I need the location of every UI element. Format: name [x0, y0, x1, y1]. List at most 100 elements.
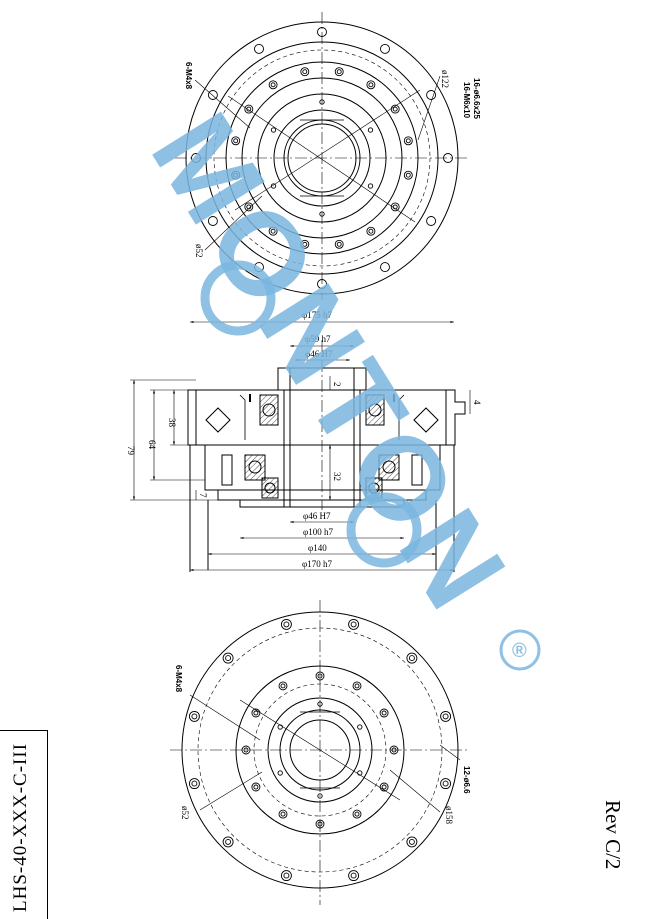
- dim-h32: 32: [332, 472, 342, 481]
- bottom-outer-hole-inner: [442, 713, 449, 720]
- bottom-outer-hole: [440, 778, 452, 790]
- top-inner-hole: [270, 127, 277, 133]
- bottom-mid-hole: [379, 708, 389, 718]
- bottom-mid-hole-inner: [354, 683, 360, 689]
- top-mid-hole: [231, 136, 241, 146]
- bottom-mid-hole-inner: [280, 683, 286, 689]
- top-mid-hole: [366, 226, 376, 236]
- dim-d140: φ140: [308, 543, 327, 553]
- bottom-outer-hole: [222, 836, 234, 848]
- top-outer-hole: [380, 43, 390, 54]
- top-label-m4: 6-M4x8: [184, 62, 193, 90]
- bottom-outer-hole: [406, 836, 418, 848]
- top-inner-hole: [319, 99, 325, 105]
- svg-text:®: ®: [512, 640, 527, 662]
- bottom-outer-hole-inner: [191, 780, 198, 787]
- top-mid-hole: [366, 80, 376, 90]
- bottom-outer-hole: [222, 652, 234, 664]
- bottom-mid-hole-inner: [280, 811, 286, 817]
- dim-h2: 2: [332, 382, 342, 387]
- bottom-mid-hole: [389, 745, 399, 755]
- top-outer-hole: [426, 216, 437, 226]
- top-mid-hole-inner: [336, 241, 342, 247]
- bottom-mid-hole: [251, 782, 261, 792]
- bottom-mid-hole: [251, 708, 261, 718]
- top-mid-hole: [244, 104, 254, 114]
- top-mid-hole: [390, 104, 400, 114]
- bottom-mid-hole: [352, 681, 362, 691]
- top-mid-hole-inner: [405, 138, 411, 144]
- bottom-mid-hole: [315, 671, 325, 681]
- bottom-outer-hole-inner: [408, 838, 415, 845]
- top-outer-hole: [191, 153, 201, 163]
- bottom-outer-hole: [440, 710, 452, 722]
- top-label-d52: ø52: [194, 244, 204, 258]
- bottom-outer-hole-inner: [283, 621, 290, 628]
- dim-h79: 79: [126, 446, 136, 456]
- dim-d170: φ170 h7: [302, 559, 332, 569]
- top-mid-hole: [268, 226, 278, 236]
- bottom-inner-hole: [277, 770, 283, 776]
- bottom-outer-hole-inner: [350, 872, 357, 879]
- bottom-outer-hole: [406, 652, 418, 664]
- dim-h64: 64: [147, 440, 157, 450]
- svg-text:MONTON: MONTON: [126, 92, 534, 635]
- top-view: [175, 12, 470, 300]
- bottom-inner-hole: [317, 793, 323, 799]
- top-outer-hole: [207, 90, 218, 100]
- bottom-label-holes: 12-ø6.6: [462, 766, 471, 794]
- bottom-outer-hole-inner: [442, 780, 449, 787]
- top-mid-hole-inner: [270, 82, 276, 88]
- top-inner-hole: [367, 183, 374, 189]
- top-outer-hole: [207, 216, 218, 226]
- top-mid-hole: [300, 239, 310, 249]
- bottom-outer-hole: [280, 618, 292, 630]
- bottom-outer-hole-inner: [350, 621, 357, 628]
- top-mid-hole-inner: [392, 106, 398, 112]
- top-mid-hole: [403, 170, 413, 180]
- top-outer-hole: [443, 153, 453, 163]
- section-dimensions: [132, 320, 471, 572]
- bottom-outer-hole: [188, 710, 200, 722]
- top-mid-hole-inner: [405, 172, 411, 178]
- top-mid-hole-inner: [270, 228, 276, 234]
- top-mid-hole-inner: [302, 241, 308, 247]
- top-inner-hole: [319, 211, 325, 217]
- bottom-inner-hole: [317, 701, 323, 707]
- top-label-m6: 16-M6x10: [462, 82, 471, 119]
- top-mid-hole: [268, 80, 278, 90]
- dim-h4: 4: [472, 400, 482, 405]
- top-mid-hole: [300, 67, 310, 77]
- bottom-label-d158: ø158: [444, 806, 454, 825]
- bottom-label-d52: ø52: [180, 806, 190, 820]
- bottom-mid-hole: [379, 782, 389, 792]
- dim-d175: φ175 h7: [302, 310, 332, 320]
- top-mid-hole: [231, 170, 241, 180]
- dim-h38: 38: [167, 418, 177, 428]
- bottom-mid-hole-inner: [317, 673, 323, 679]
- dim-d46-bottom: φ46 H7: [303, 511, 331, 521]
- bottom-mid-hole: [352, 809, 362, 819]
- top-mid-hole-inner: [368, 82, 374, 88]
- bottom-outer-hole: [188, 778, 200, 790]
- watermark-logo: MONTON ®: [126, 92, 541, 671]
- top-outer-hole: [380, 262, 390, 273]
- dim-h7: 7: [198, 493, 208, 498]
- top-mid-hole-inner: [302, 69, 308, 75]
- bottom-mid-hole-inner: [354, 811, 360, 817]
- bottom-mid-hole-inner: [253, 784, 259, 790]
- top-mid-hole-inner: [246, 106, 252, 112]
- top-inner-hole: [270, 183, 277, 189]
- part-number: LHS-40-XXX-C-III: [10, 742, 31, 912]
- top-mid-hole: [390, 202, 400, 212]
- bottom-mid-hole-inner: [243, 747, 249, 753]
- bottom-mid-hole: [315, 819, 325, 829]
- top-mid-hole-inner: [233, 138, 239, 144]
- bottom-outer-hole: [280, 870, 292, 882]
- bottom-mid-hole-inner: [381, 784, 387, 790]
- bottom-outer-hole-inner: [191, 713, 198, 720]
- top-mid-hole: [334, 239, 344, 249]
- top-mid-hole: [403, 136, 413, 146]
- top-mid-hole-inner: [233, 172, 239, 178]
